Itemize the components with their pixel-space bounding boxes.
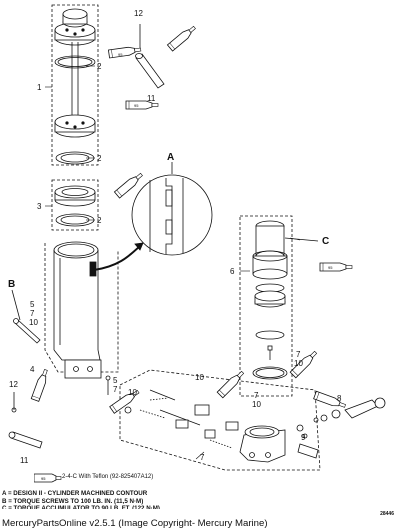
- pin-11-upper: [135, 24, 165, 89]
- stack-5: 5: [30, 300, 35, 309]
- teflon-note: 2-4-C With Teflon (92-825407A12): [62, 474, 154, 480]
- callout-2-c: 2: [97, 216, 102, 225]
- callout-10-c: 10: [252, 400, 261, 409]
- callout-4: 4: [30, 365, 35, 374]
- callout-11-lower: 11: [20, 456, 29, 465]
- callout-8: 8: [337, 394, 342, 403]
- copyright-text: MercuryPartsOnline v2.5.1 (Image Copyrig…: [2, 518, 268, 529]
- stack-mid-10: 10: [294, 359, 303, 368]
- callout-9: 9: [301, 433, 306, 442]
- callout-2-b: 2: [97, 154, 102, 163]
- callout-3: 3: [37, 202, 42, 211]
- cylinder-body-group-4: [44, 241, 144, 379]
- drawing-number: 28446: [380, 511, 394, 517]
- callout-1: 1: [37, 83, 42, 92]
- stack-right-7: 7: [113, 385, 118, 394]
- letter-b: B: [8, 279, 15, 290]
- copyright-footer: MercuryPartsOnline v2.5.1 (Image Copyrig…: [0, 518, 400, 530]
- callout-leaders: [45, 65, 301, 460]
- stack-7: 7: [30, 309, 35, 318]
- callout-labels: 12 1 2 11 2 3 2 A B C 6 5 7 10 4 12 5 7 …: [8, 9, 342, 465]
- svg-text:95: 95: [41, 476, 46, 481]
- legend-c: C = TORQUE ACCUMULATOR TO 90 LB. FT. (12…: [2, 505, 160, 510]
- letter-c: C: [322, 236, 329, 247]
- stack-10: 10: [29, 318, 38, 327]
- pin-11-lower: [8, 375, 111, 449]
- callout-6: 6: [230, 267, 235, 276]
- torque-screw-b: [11, 289, 41, 344]
- callout-7-upper: 7: [254, 391, 259, 400]
- callout-12-upper: 12: [134, 9, 143, 18]
- piston-group-3: [51, 179, 99, 231]
- callout-2-a: 2: [97, 62, 102, 71]
- accumulator-group-6: [239, 215, 319, 397]
- callout-11-upper: 11: [147, 94, 156, 103]
- callout-10-b: 10: [128, 388, 137, 397]
- cylinder-assembly-group-1: [51, 4, 99, 166]
- fitting-group-8: [313, 397, 386, 423]
- legend-b: B = TORQUE SCREWS TO 100 LB. IN. (11,5 N…: [2, 497, 144, 505]
- callout-7-lower: 7: [200, 453, 205, 462]
- valve-block-group-7: [119, 369, 321, 471]
- callout-12-lower: 12: [9, 380, 18, 389]
- letter-a: A: [167, 152, 174, 163]
- teflon-tube-icon: 95: [34, 473, 62, 483]
- callout-10-a: 10: [195, 373, 204, 382]
- detail-a-magnifier: [131, 162, 213, 256]
- svg-text:95: 95: [328, 265, 333, 270]
- legend: A = DESIGN II - CYLINDER MACHINED CONTOU…: [2, 490, 398, 509]
- stack-right-5: 5: [113, 376, 118, 385]
- svg-text:95: 95: [134, 103, 139, 108]
- stack-mid-7: 7: [296, 350, 301, 359]
- svg-text:95: 95: [118, 52, 123, 57]
- lubricant-tube-markers: 95 95 95: [30, 23, 353, 414]
- legend-a: A = DESIGN II - CYLINDER MACHINED CONTOU…: [2, 490, 148, 497]
